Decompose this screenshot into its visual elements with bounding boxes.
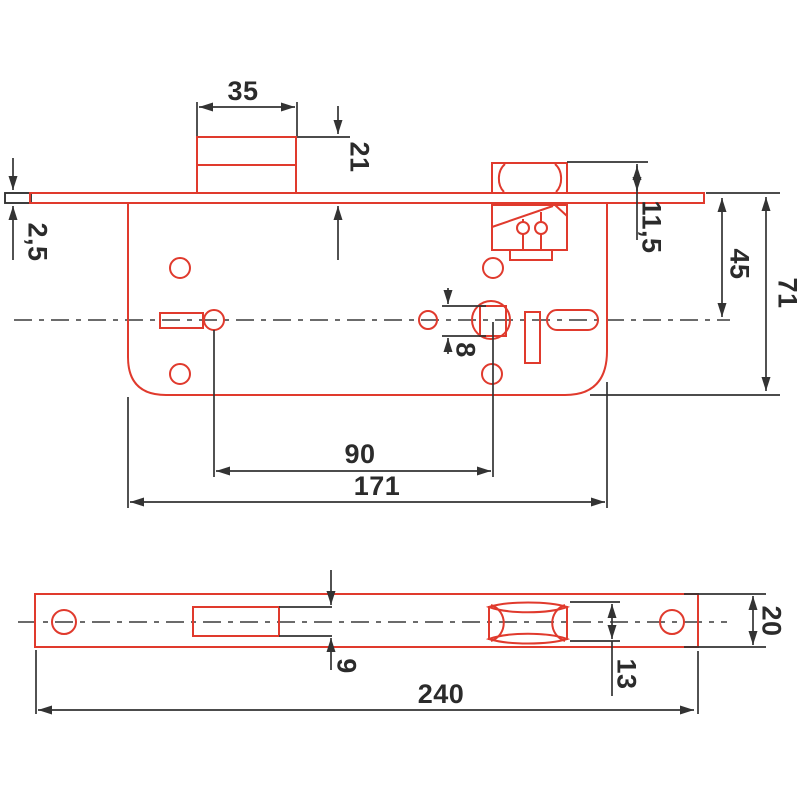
latch-housing-corner-diagonal [554,204,568,217]
latch-roller-left-curve [497,163,506,193]
dim-bolt-to-plate: 21 [297,106,375,260]
dim-label-35: 35 [227,76,258,106]
dim-faceplate-thickness: 2,5 [8,158,53,262]
latch-bolt-body [491,162,568,194]
latch-bolt [491,162,568,194]
follower-circle [471,300,511,340]
dim-label-45: 45 [725,248,755,279]
dim-key-to-follower: 90 [213,322,494,477]
roller-waist-left [490,604,505,642]
small-hole [418,310,438,330]
latch-housing [491,204,568,261]
latch-roller-right-curve [554,163,563,193]
dim-label-20: 20 [757,605,787,636]
dim-latch-projection: 11,5 [567,161,667,254]
screw-hole-top-right [482,257,504,279]
dim-bolt-cutout-height: 9 [279,570,362,674]
dim-latch-cutout-height: 13 [570,601,642,696]
dim-label-8: 8 [451,342,481,358]
stop-plate [524,311,541,364]
screw-hole-top-left [169,257,191,279]
faceplate-side [29,192,705,204]
deadbolt-cutout [192,606,280,637]
dim-label-11-5: 11,5 [637,200,667,253]
dim-label-21: 21 [345,141,375,172]
latch-housing-tab [509,249,553,261]
deadbolt [196,136,297,194]
adjust-slot [546,309,599,331]
dim-label-71: 71 [773,277,800,308]
dim-case-length: 171 [127,382,608,508]
roller-latch-front [485,601,571,645]
latch-pin-hole-right [534,221,548,235]
keyhole-slot [159,312,204,329]
roller-top-lens [485,601,571,614]
dim-label-171: 171 [354,471,401,501]
dim-backset: 45 [717,198,755,317]
dim-label-9: 9 [332,658,362,674]
dim-label-90: 90 [344,439,375,469]
roller-waist-right [551,604,566,642]
faceplate-front [34,593,699,648]
latch-pin-hole-left [516,221,530,235]
faceplate-screw-hole-right [659,609,685,635]
latch-housing-diagonal [491,205,554,228]
dim-label-240: 240 [418,679,465,709]
roller-bottom-lens [485,632,571,645]
dim-bolt-width: 35 [196,76,298,136]
lock-case-outline [127,203,608,396]
screw-hole-bottom-right [481,363,503,385]
faceplate-end-cap [4,192,32,204]
screw-hole-bottom-left [169,363,191,385]
dim-follower-square: 8 [442,288,486,358]
dim-label-13: 13 [612,658,642,689]
dim-faceplate-width: 20 [684,593,787,648]
dim-faceplate-length: 240 [35,650,699,715]
faceplate-screw-hole-left [51,609,77,635]
dim-case-height: 71 [590,192,800,396]
dim-label-2-5: 2,5 [23,222,53,261]
